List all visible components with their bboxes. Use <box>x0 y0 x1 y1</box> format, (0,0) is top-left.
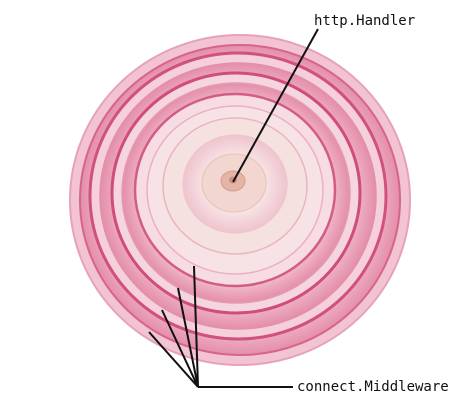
handler-leader-line <box>232 28 319 183</box>
middleware-leader-line-4 <box>148 331 199 388</box>
middleware-leader-lines <box>148 265 293 388</box>
handler-label: http.Handler <box>314 13 416 29</box>
middleware-leader-line-2 <box>177 287 199 388</box>
middleware-leader-line-1 <box>193 265 199 388</box>
middleware-leader-line-3 <box>161 309 199 388</box>
onion-slice <box>69 34 411 366</box>
middleware-label: connect.Middleware <box>297 379 449 395</box>
